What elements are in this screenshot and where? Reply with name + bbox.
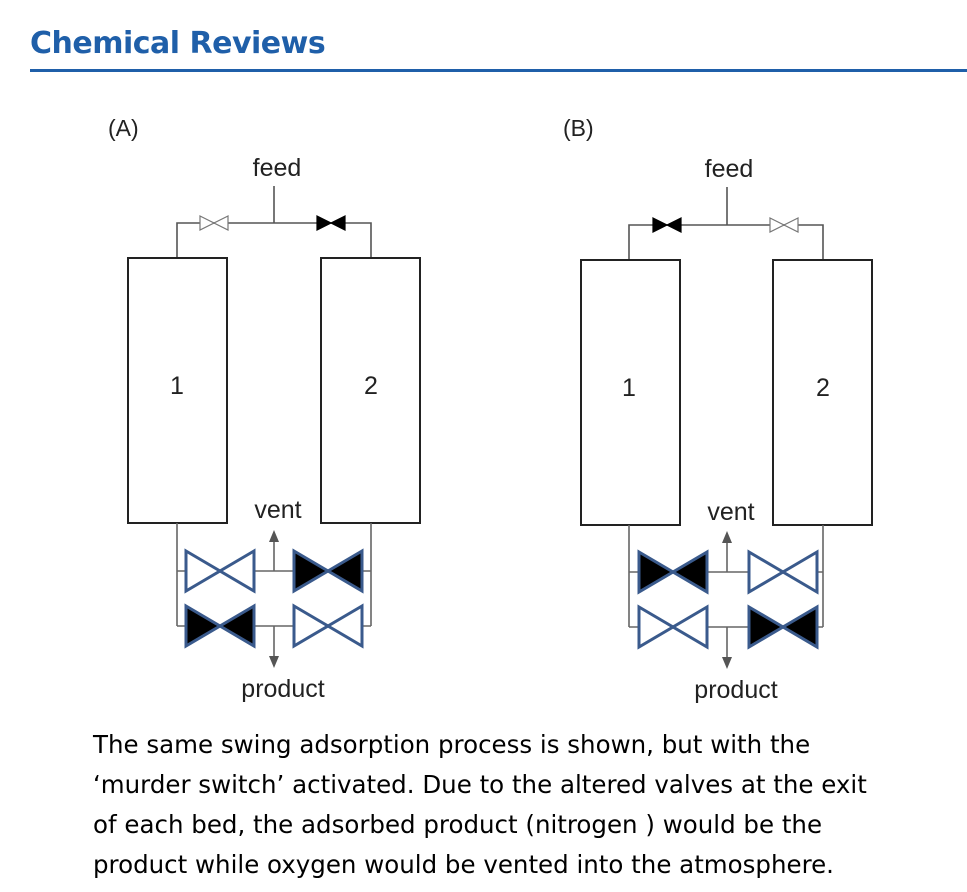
feed-label: feed	[253, 154, 302, 182]
panel-a: (A) feed 1 2 vent product	[108, 115, 421, 703]
feed-valve-left	[212, 215, 229, 231]
feed-valve-right	[782, 217, 799, 233]
feed-valve-left	[199, 215, 216, 231]
journal-title: Chemical Reviews	[30, 26, 326, 61]
vent-arrow	[722, 531, 732, 543]
exit-valve-vent-left	[670, 549, 709, 595]
exit-valve-product-right	[747, 604, 786, 650]
panel-b: (B) feed 1 2 vent product	[563, 115, 873, 704]
exit-valve-vent-right	[325, 548, 364, 594]
bed-1-label: 1	[170, 372, 184, 400]
vent-arrow	[269, 530, 279, 542]
exit-valve-product-left	[217, 603, 256, 649]
exit-valve-vent-right	[292, 548, 331, 594]
exit-valve-vent-left	[217, 548, 256, 594]
feed-piping	[176, 186, 372, 258]
product-label: product	[694, 676, 777, 704]
caption: The same swing adsorption process is sho…	[93, 730, 867, 879]
feed-valve-left	[652, 217, 669, 233]
exit-valve-vent-right	[747, 549, 786, 595]
exit-valve-product-left	[184, 603, 223, 649]
exit-valve-vent-right	[780, 549, 819, 595]
exit-valve-product-right	[292, 603, 331, 649]
exit-valve-product-right	[780, 604, 819, 650]
product-arrow	[722, 657, 732, 669]
exit-valve-vent-left	[637, 549, 676, 595]
exit-valve-product-left	[670, 604, 709, 650]
exit-valve-product-left	[637, 604, 676, 650]
feed-valve-right	[329, 215, 346, 231]
feed-piping	[628, 187, 824, 260]
exit-piping	[176, 523, 372, 660]
panel-label: (A)	[108, 115, 139, 141]
feed-valve-left	[665, 217, 682, 233]
bed-1-label: 1	[622, 374, 636, 402]
product-label: product	[241, 675, 324, 703]
journal-header: Chemical Reviews	[30, 22, 967, 74]
header-rule	[30, 69, 967, 72]
bed-1	[127, 257, 228, 524]
bed-1	[580, 259, 681, 526]
vent-label: vent	[707, 498, 754, 526]
panel-label: (B)	[563, 115, 594, 141]
bed-2-label: 2	[364, 372, 378, 400]
bed-2-label: 2	[816, 374, 830, 402]
exit-valve-product-right	[325, 603, 364, 649]
psa-diagram: (A) feed 1 2 vent product	[108, 115, 873, 704]
exit-valve-vent-left	[184, 548, 223, 594]
feed-valve-right	[769, 217, 786, 233]
product-arrow	[269, 656, 279, 668]
vent-label: vent	[254, 496, 301, 524]
feed-valve-right	[316, 215, 333, 231]
feed-label: feed	[705, 155, 754, 183]
exit-piping	[628, 525, 824, 661]
